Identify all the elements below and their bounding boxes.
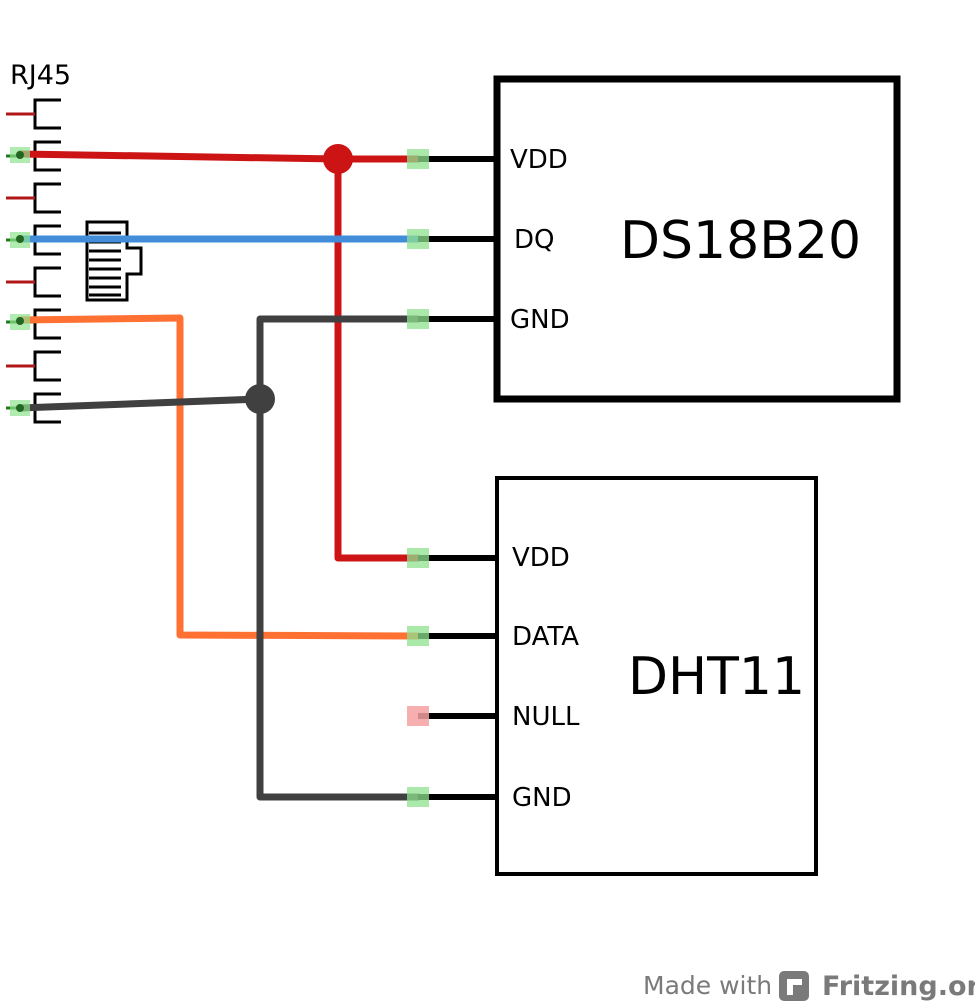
ds18b20-part: VDD DQ GND DS18B20 — [407, 75, 901, 403]
dht11-pin-data: DATA — [512, 622, 579, 652]
junction-gnd — [245, 384, 275, 414]
footer-brand: Fritzing.org — [822, 971, 975, 1002]
dht11-pin-vdd: VDD — [512, 543, 570, 573]
wire-vdd-dht11 — [334, 155, 422, 562]
ds18b20-pin-gnd: GND — [510, 305, 570, 335]
fritzing-logo-icon — [779, 971, 809, 1001]
fritzing-watermark: Made with Fritzing.org — [643, 971, 975, 1002]
wire-data-dht11 — [16, 314, 422, 640]
rj45-jack-icon — [85, 220, 143, 302]
dht11-pin-null: NULL — [512, 702, 580, 732]
dht11-title: DHT11 — [628, 647, 805, 707]
junction-vdd — [323, 144, 353, 174]
ds18b20-title: DS18B20 — [620, 211, 861, 271]
rj45-label: RJ45 — [10, 60, 71, 91]
wire-gnd-dht11 — [256, 395, 422, 801]
wire-gnd-rj45 — [16, 395, 264, 412]
footer-made-with: Made with — [643, 971, 772, 1000]
ds18b20-pin-dq: DQ — [514, 225, 555, 255]
wire-gnd-ds18b20 — [256, 315, 422, 403]
ds18b20-pin-vdd: VDD — [510, 145, 568, 175]
wire-vdd-ds18b20 — [16, 150, 422, 163]
dht11-pin-gnd: GND — [512, 783, 572, 813]
dht11-part: VDD DATA NULL GND DHT11 — [407, 476, 818, 876]
